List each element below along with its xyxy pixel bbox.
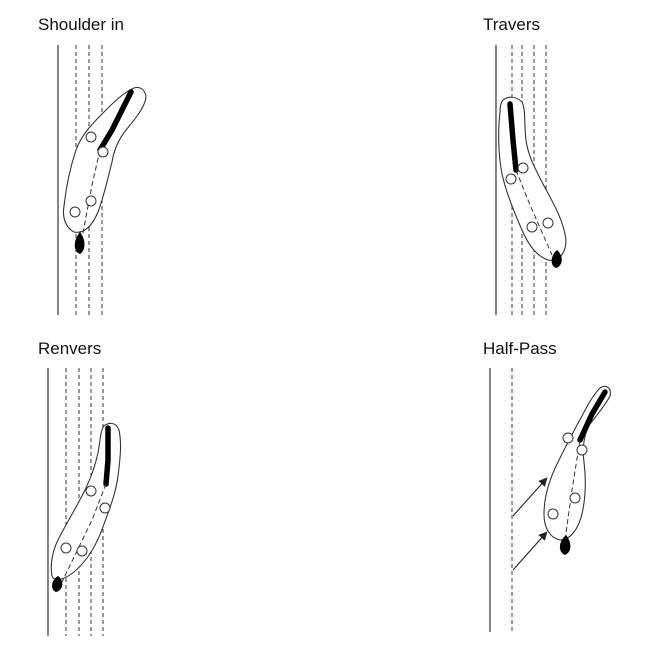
hoof-front-right (517, 162, 529, 174)
horse-tail (74, 232, 85, 254)
hoof-hind-right (85, 195, 97, 207)
panel-title-renvers: Renvers (38, 339, 102, 358)
horse-outline (62, 86, 147, 233)
hoof-front-right (97, 146, 109, 158)
hoof-hind-left (526, 221, 538, 233)
hoof-hind-left (547, 508, 559, 520)
horse-spine (515, 169, 553, 256)
horse-tail (52, 576, 63, 592)
hoof-front-left (85, 485, 97, 497)
horse-spine (564, 439, 581, 541)
horse-neck (577, 389, 608, 443)
hoof-hind-left (69, 206, 81, 218)
direction-arrow (512, 531, 548, 571)
direction-arrow (512, 477, 548, 517)
panel-title-travers: Travers (483, 15, 540, 34)
panel-title-half-pass: Half-Pass (483, 339, 557, 358)
horse-spine (61, 483, 107, 583)
hoof-front-right (99, 502, 111, 514)
hoof-front-left (85, 131, 97, 143)
hoof-hind-right (569, 492, 581, 504)
horse-spine (81, 149, 101, 239)
horse-neck (103, 425, 111, 487)
horse-tail (559, 535, 571, 555)
hoof-front-left (505, 173, 517, 185)
panel-title-shoulder-in: Shoulder in (38, 15, 125, 34)
horse-neck (507, 101, 519, 173)
horse-tail (551, 250, 562, 268)
hoof-hind-right (542, 217, 554, 229)
hoof-front-left (562, 432, 574, 444)
hoof-hind-left (60, 542, 72, 554)
hoof-front-right (576, 444, 588, 456)
hoof-hind-right (76, 545, 88, 557)
horse-neck (97, 89, 134, 153)
